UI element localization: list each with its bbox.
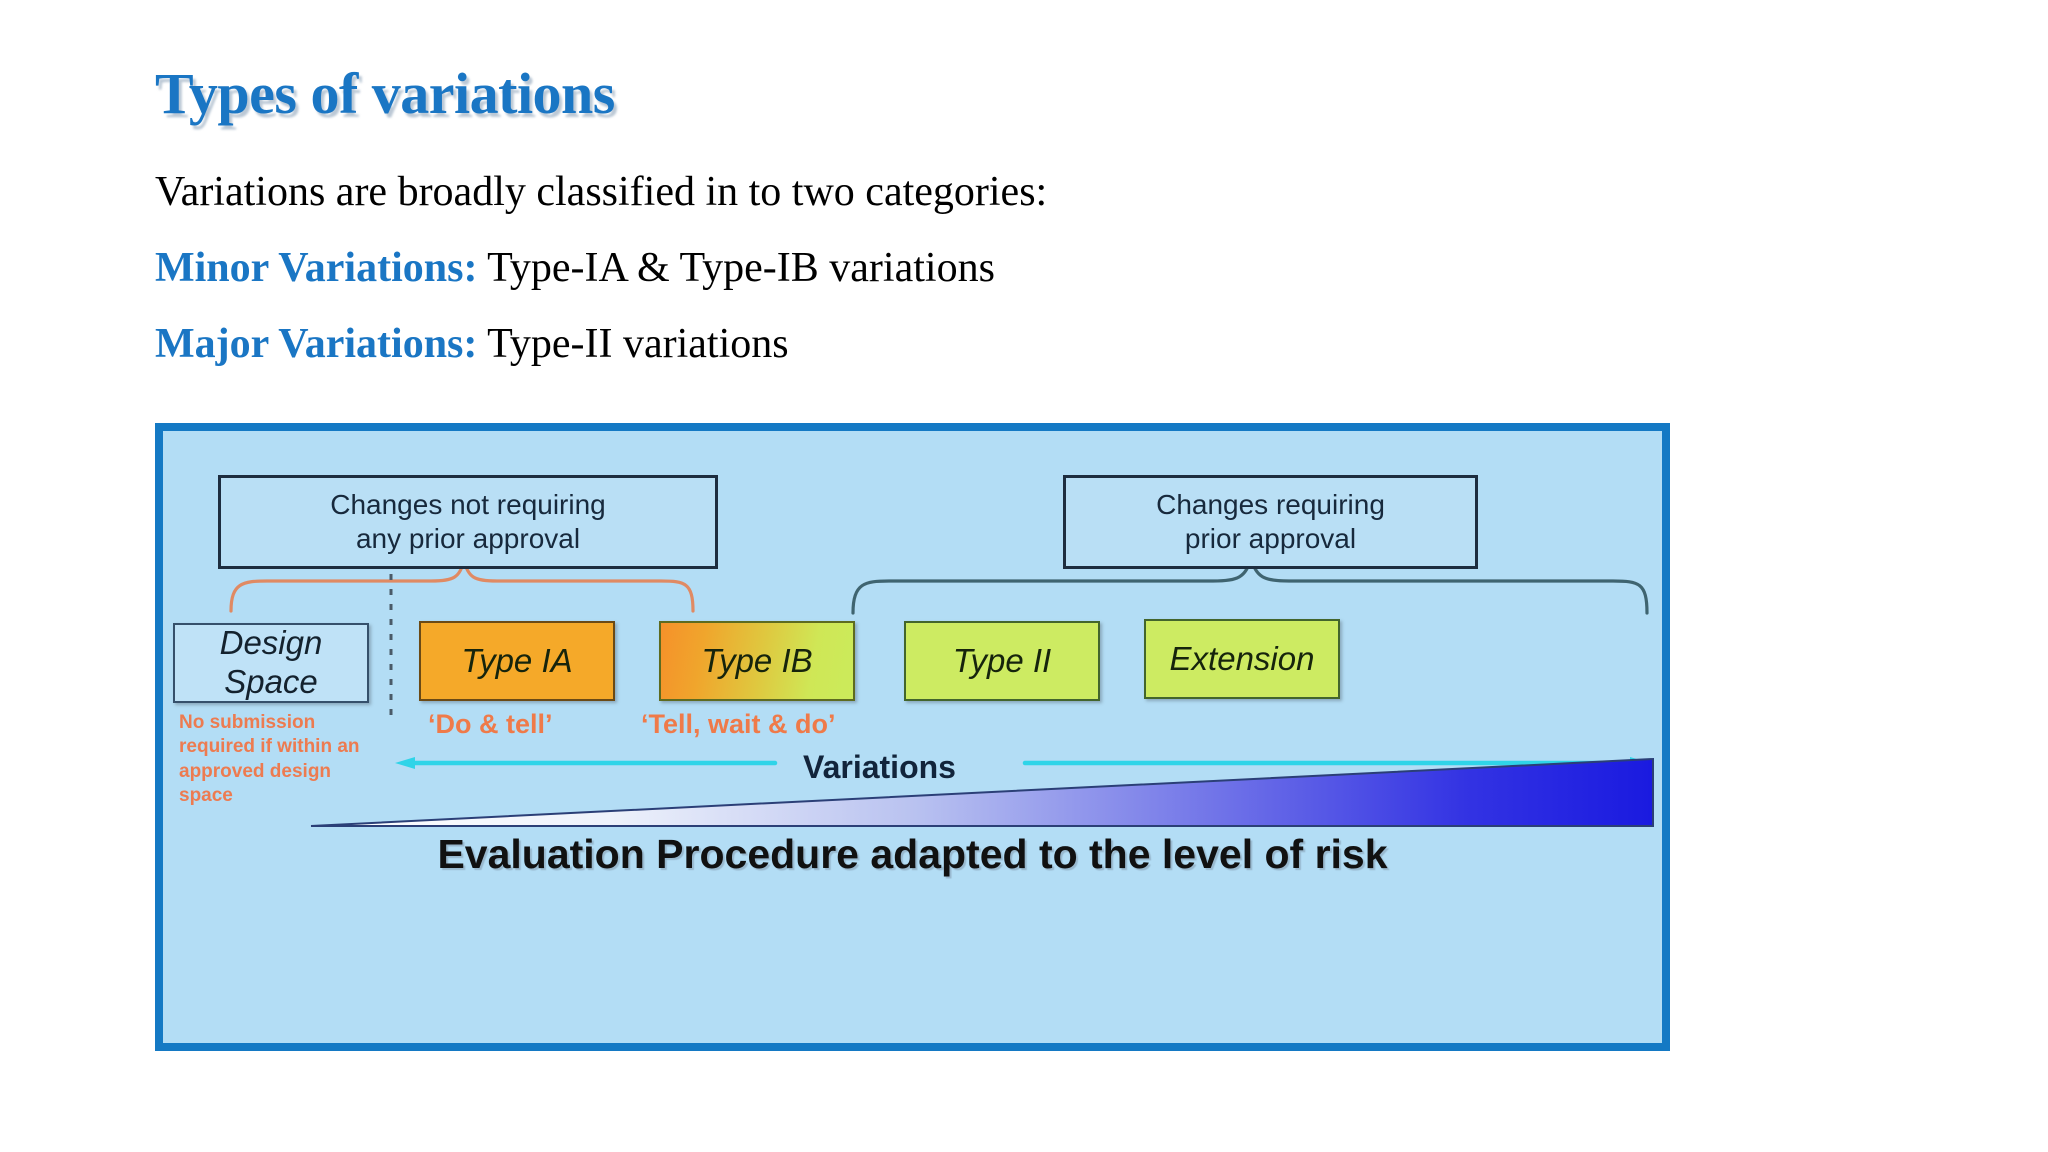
- note-design-space: No submission required if within an appr…: [179, 712, 360, 806]
- extension-label: Extension: [1169, 640, 1315, 677]
- caption-do-and-tell: ‘Do & tell’: [428, 709, 553, 739]
- intro-text: Variations are broadly classified in to …: [155, 169, 1048, 215]
- major-variations-text: Type-II variations: [477, 321, 789, 367]
- page-title: Types of variations: [155, 61, 615, 126]
- minor-variations-label: Minor Variations:: [155, 245, 478, 291]
- diagram-vector-layer: [229, 553, 1654, 827]
- design-space-line-2: Space: [224, 663, 318, 700]
- design-space-line-1: Design: [219, 624, 323, 662]
- type-ib-label: Type IB: [701, 642, 813, 679]
- box-extension: Extension: [1144, 619, 1340, 699]
- header-box-no-approval: Changes not requiring any prior approval: [218, 475, 718, 569]
- major-variations-line: Major Variations: Type-II variations: [155, 320, 789, 368]
- header-left-line-1: Changes not requiring: [330, 488, 606, 520]
- type-ia-label: Type IA: [461, 642, 573, 679]
- header-right-line-2: prior approval: [1184, 523, 1357, 554]
- box-design-space: Design Space: [173, 623, 369, 703]
- minor-variations-line: Minor Variations: Type-IA & Type-IB vari…: [155, 244, 995, 292]
- box-type-ib: Type IB: [659, 621, 855, 701]
- type-ii-label: Type II: [952, 642, 1052, 679]
- box-type-ia: Type IA: [419, 621, 615, 701]
- header-box-prior-approval: Changes requiring prior approval: [1063, 475, 1478, 569]
- box-type-ii: Type II: [904, 621, 1100, 701]
- header-right-line-1: Changes requiring: [1156, 488, 1385, 520]
- minor-variations-text: Type-IA & Type-IB variations: [477, 245, 995, 291]
- evaluation-procedure-caption: Evaluation Procedure adapted to the leve…: [437, 831, 1388, 877]
- risk-level-wedge: [310, 757, 1654, 827]
- major-variations-label: Major Variations:: [155, 321, 478, 367]
- header-left-line-2: any prior approval: [355, 523, 581, 554]
- caption-tell-wait-and-do: ‘Tell, wait & do’: [641, 709, 836, 739]
- intro-line: Variations are broadly classified in to …: [155, 168, 1047, 216]
- variations-axis-label: Variations: [803, 749, 956, 785]
- variations-diagram: Changes not requiring any prior approval…: [155, 423, 1670, 1051]
- variations-arrow-icon: [395, 757, 1650, 769]
